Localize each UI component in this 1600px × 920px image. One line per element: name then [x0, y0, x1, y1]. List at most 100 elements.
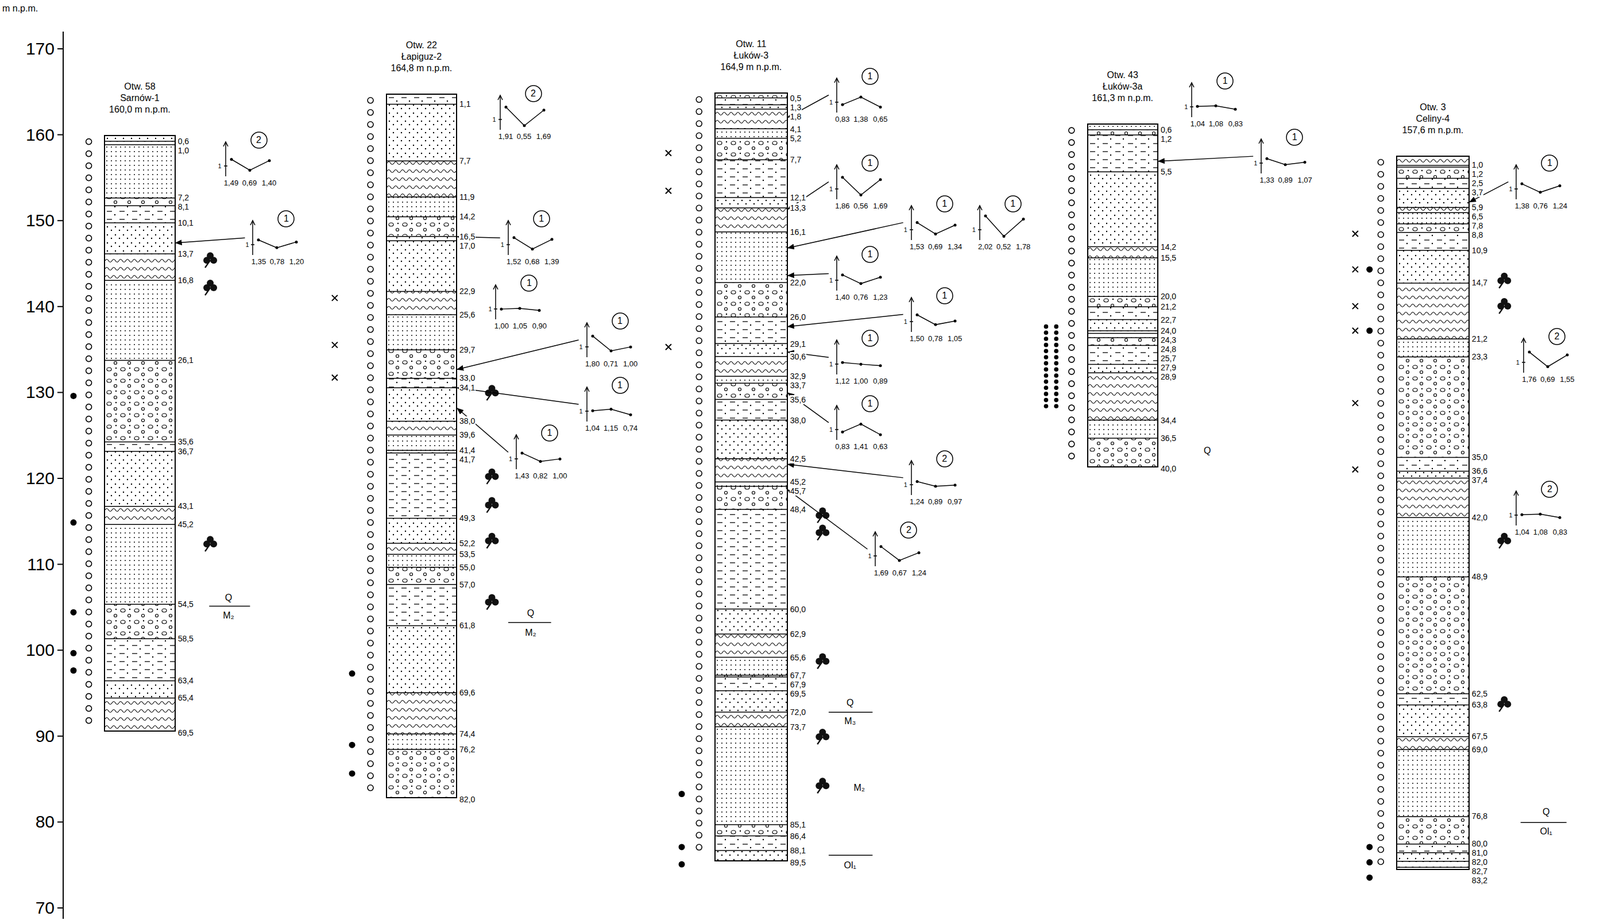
- sample-marker: [1377, 654, 1384, 660]
- callout-number: 1: [546, 427, 552, 439]
- chart-line: [917, 314, 956, 325]
- stratigraphy-label: Q: [1202, 445, 1212, 456]
- sample-marker: [696, 434, 702, 440]
- borehole-title-line: Sarnów-1: [109, 92, 171, 104]
- chart-value: 1,38: [1515, 201, 1530, 211]
- lithology-layer: [387, 291, 456, 315]
- sample-marker: [1377, 521, 1384, 528]
- stratigraphy-label: Q: [1541, 806, 1551, 818]
- x-marker: [1352, 230, 1359, 237]
- plant-symbol: [1498, 280, 1505, 289]
- depth-label: 27,9: [1160, 362, 1177, 373]
- lithology-layer: [715, 420, 787, 459]
- plant-symbol: [1498, 540, 1505, 549]
- depth-label: 11,9: [458, 192, 475, 202]
- lithology-layer: [387, 160, 456, 197]
- borehole-title-line: 157,6 m n.p.m.: [1402, 124, 1464, 137]
- callout-circle: [862, 395, 879, 412]
- lithology-layer: [715, 609, 787, 635]
- sample-dot: [1044, 348, 1049, 354]
- depth-label: 35,6: [177, 437, 195, 447]
- lithology-layer: [1088, 345, 1158, 365]
- sample-marker: [1377, 207, 1384, 214]
- sample-marker: [367, 724, 374, 731]
- depth-label: 42,0: [1471, 512, 1489, 523]
- chart-point: [915, 480, 919, 483]
- lithology-layer: [387, 377, 456, 388]
- depth-label: 67,7: [789, 670, 807, 680]
- stratigraphy-label: Q: [223, 592, 234, 604]
- sample-dot: [1044, 379, 1049, 385]
- sample-marker: [367, 580, 374, 586]
- sample-marker: [1377, 533, 1384, 540]
- depth-label: 34,1: [458, 383, 476, 393]
- chart-line: [880, 546, 919, 561]
- callout-number: 1: [1222, 75, 1228, 87]
- lithology-layer: [1397, 282, 1469, 339]
- borehole-title-line: 160,0 m n.p.m.: [109, 103, 171, 116]
- depth-label: 53,5: [458, 549, 476, 559]
- sample-marker: [86, 368, 92, 374]
- callout-circle: [900, 522, 917, 539]
- sample-marker: [367, 459, 374, 466]
- axis-value: 1: [829, 276, 833, 284]
- chart-axis: [1516, 165, 1518, 200]
- index-chart: 111,121,000,89: [828, 328, 892, 389]
- sample-marker: [86, 271, 92, 278]
- lithology-layer: [1397, 232, 1469, 250]
- sample-marker: [86, 705, 92, 712]
- chart-axis: [1516, 492, 1518, 526]
- depth-label: 63,8: [1471, 700, 1489, 710]
- chart-point: [840, 273, 844, 277]
- lithology-layer: [1397, 477, 1469, 518]
- chart-value: 1,69: [536, 132, 551, 142]
- sample-dot: [1044, 361, 1049, 366]
- plant-symbol: [817, 736, 823, 745]
- depth-label: 63,4: [177, 675, 195, 686]
- boundary-line: [1520, 822, 1567, 824]
- lithology-layer: [387, 196, 456, 217]
- sample-dot: [1044, 324, 1049, 330]
- axis-value: 130: [25, 382, 55, 403]
- depth-label: 34,4: [1160, 415, 1177, 425]
- plant-symbol: [817, 532, 823, 541]
- plant-symbol: [487, 392, 493, 401]
- index-chart: 211,041,080,83: [1508, 479, 1572, 540]
- plant-symbol: [817, 515, 823, 523]
- lithology-layer: [387, 543, 456, 555]
- lithology-layer: [715, 836, 787, 851]
- chart-point: [500, 307, 504, 311]
- chart-value: 1,20: [289, 257, 304, 267]
- sample-marker: [696, 542, 702, 549]
- depth-label: 16,5: [458, 232, 476, 242]
- depth-label: 25,7: [1160, 353, 1177, 363]
- axis-value: 1: [1508, 185, 1513, 193]
- sample-marker: [696, 615, 702, 621]
- depth-label: 4,1: [789, 124, 802, 134]
- chart-axis-arrow: [493, 284, 498, 290]
- chart-value: 0,74: [623, 423, 638, 434]
- chart-value: 0,76: [1533, 201, 1548, 211]
- chart-value: 0,56: [853, 201, 868, 211]
- sample-marker: [1377, 545, 1384, 552]
- lithology-layer: [105, 280, 175, 361]
- sample-marker: [696, 132, 702, 139]
- lithology-layer: [1088, 438, 1158, 466]
- depth-label: 14,7: [1471, 277, 1489, 288]
- lithology-layer: [715, 690, 787, 713]
- lithology-fill: [105, 136, 175, 732]
- lithology-layer: [1397, 816, 1469, 844]
- sample-marker: [1377, 630, 1384, 636]
- borehole-title-line: Otw. 58: [109, 80, 171, 93]
- chart-tick: [498, 118, 502, 121]
- chart-value: 1,33: [1259, 175, 1274, 185]
- lithology-layer: [1088, 333, 1158, 338]
- chart-axis: [836, 79, 838, 113]
- lithology-layer: [1397, 457, 1469, 471]
- depth-label: 80,0: [1471, 839, 1489, 849]
- depth-label: 62,5: [1471, 689, 1489, 699]
- lithology-layer: [387, 453, 456, 519]
- lithology-layer: [105, 197, 175, 206]
- sample-marker: [367, 712, 374, 719]
- sample-marker: [1377, 256, 1384, 262]
